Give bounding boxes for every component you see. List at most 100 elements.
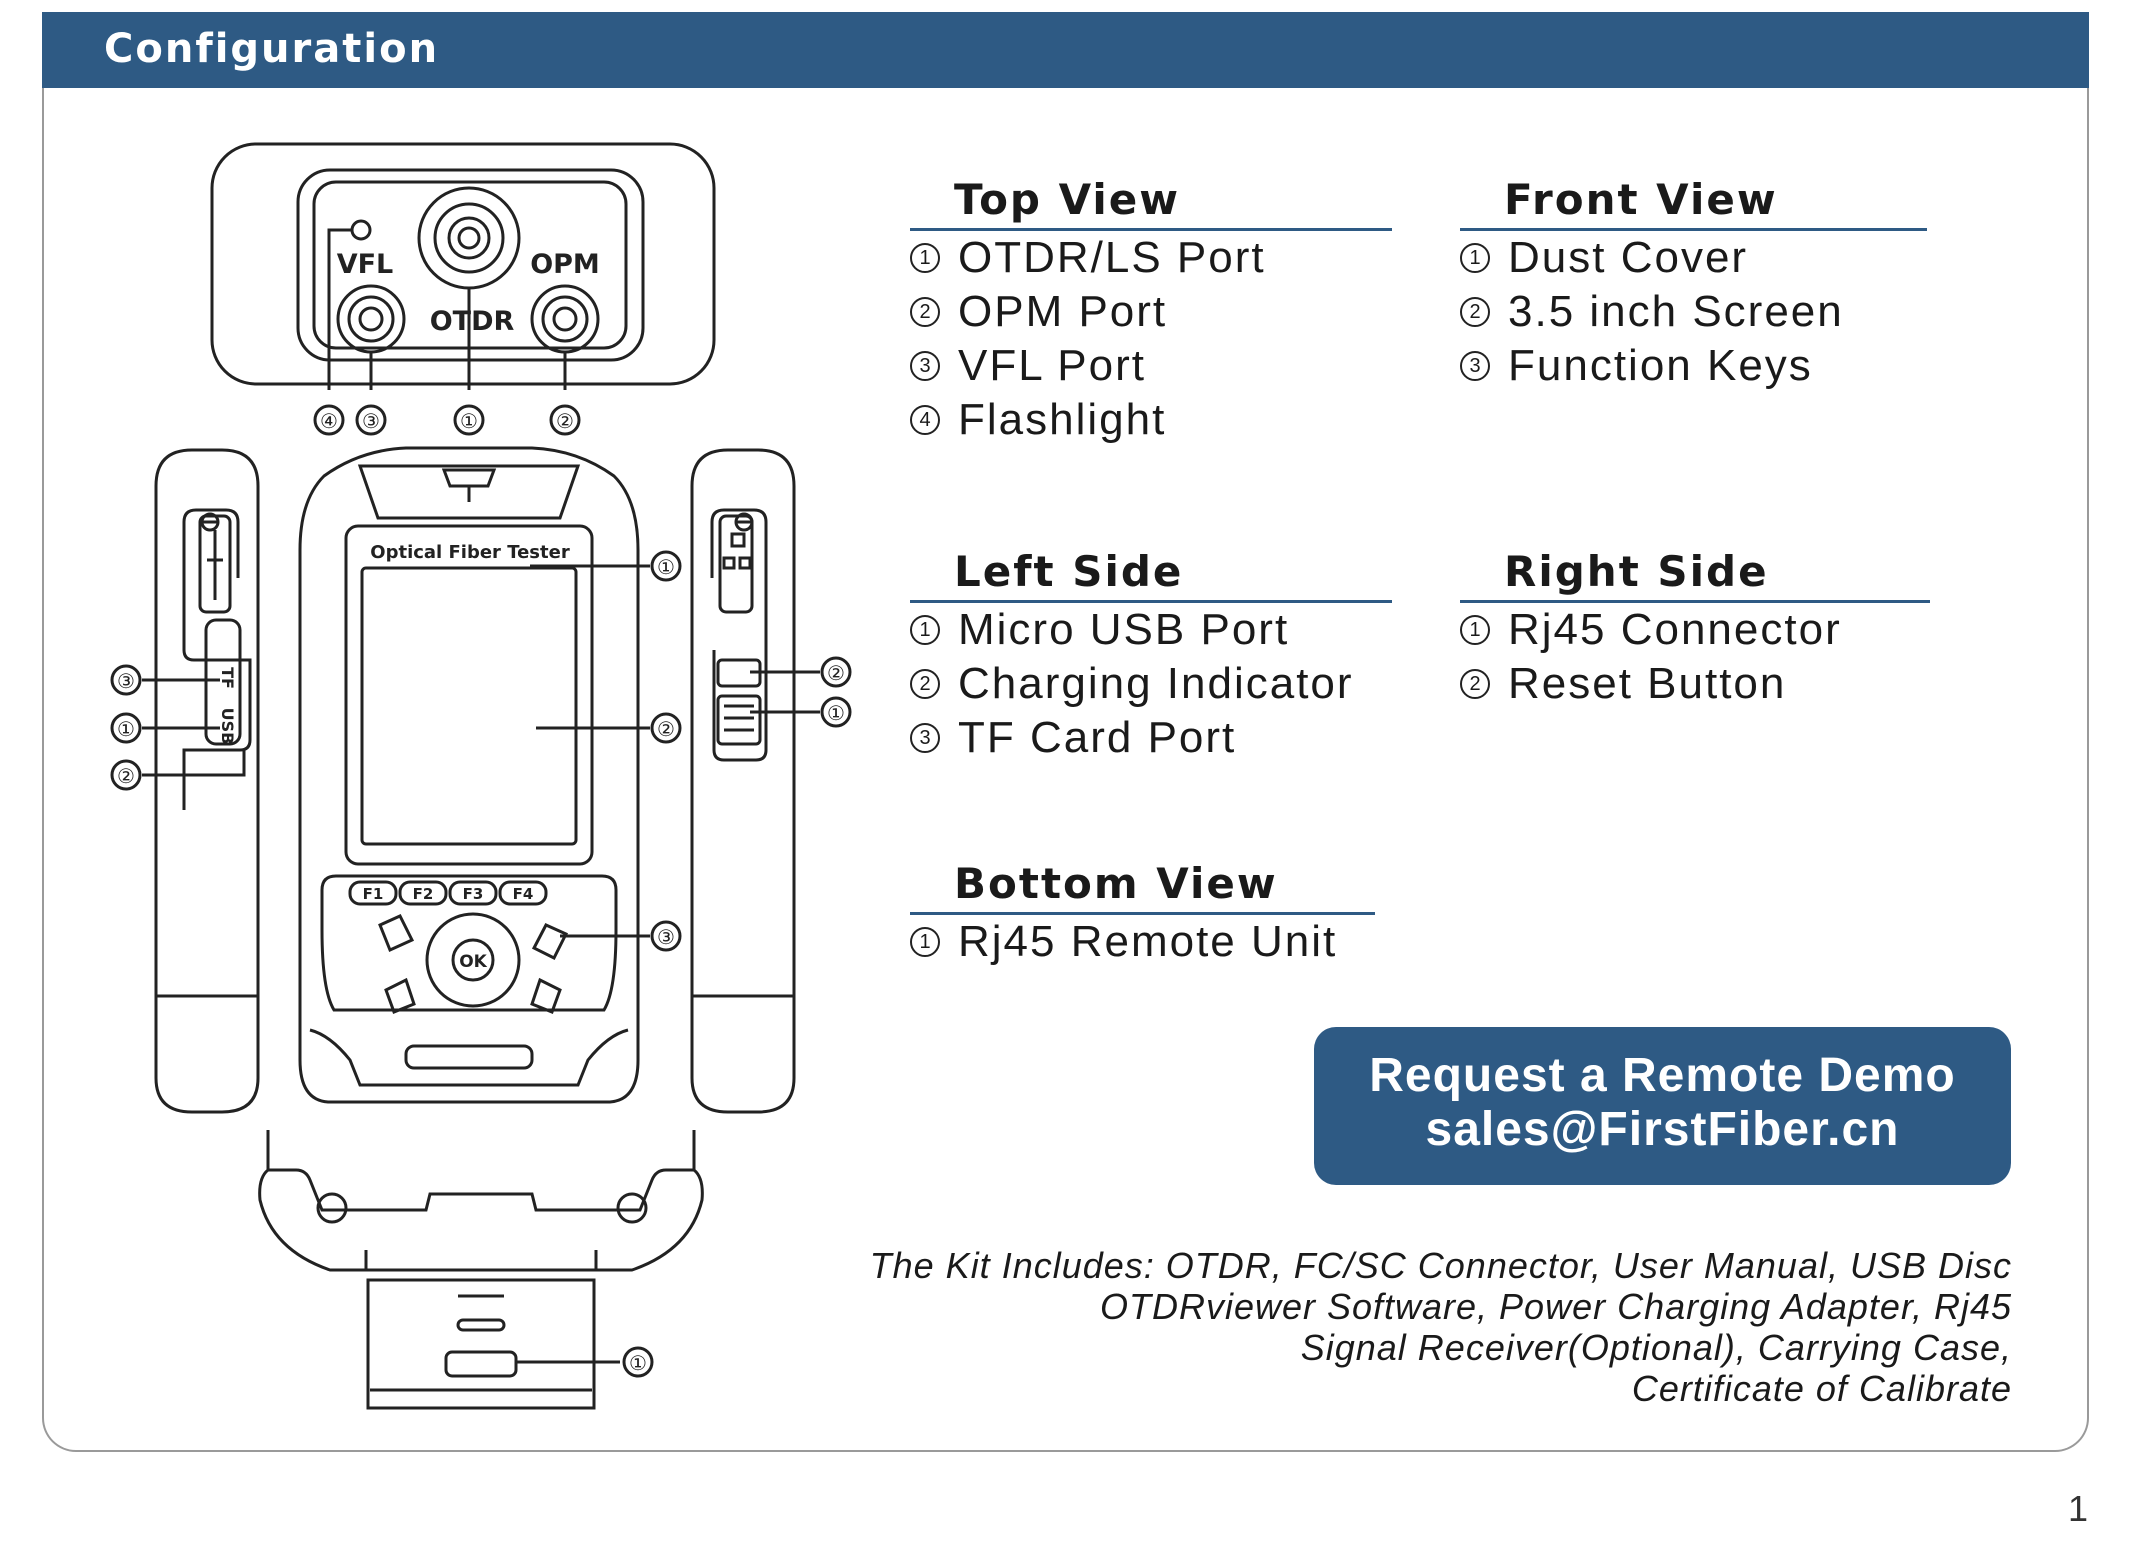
item-label: 3.5 inch Screen <box>1508 287 1844 336</box>
front-callout: ③ <box>657 925 675 949</box>
header-bar: Configuration <box>42 12 2089 88</box>
left-callout: ③ <box>117 669 135 693</box>
kit-line: Signal Receiver(Optional), Carrying Case… <box>1300 1327 2012 1368</box>
list-item: 2 3.5 inch Screen <box>1460 285 1927 339</box>
page-number: 1 <box>2068 1488 2089 1529</box>
item-number: 4 <box>910 405 940 435</box>
left-callouts: ③ ① ② <box>110 664 142 791</box>
list-item: 1 Dust Cover <box>1460 231 1927 285</box>
usb-label: USB <box>218 708 237 745</box>
section-left-side: Left Side 1 Micro USB Port 2 Charging Indi… <box>910 546 1392 765</box>
top-callout: ③ <box>362 409 380 433</box>
otdr-label: OTDR <box>430 306 515 337</box>
top-view-drawing: VFL OPM OTDR <box>210 142 716 390</box>
list-item: 2 Charging Indicator <box>910 657 1392 711</box>
section-divider <box>1460 228 1927 231</box>
bottom-callouts: ① <box>622 1346 654 1378</box>
right-callouts: ② ① <box>820 656 852 728</box>
list-item: 1 Micro USB Port <box>910 603 1392 657</box>
front-callouts: ① ② ③ <box>650 550 682 952</box>
left-side-drawing: TF USB <box>142 448 260 1114</box>
left-callout: ② <box>117 764 135 788</box>
item-number: 3 <box>1460 351 1490 381</box>
item-label: Charging Indicator <box>958 659 1354 708</box>
tf-label: TF <box>218 667 237 689</box>
f3-key: F3 <box>463 885 484 903</box>
front-callout: ② <box>657 717 675 741</box>
ok-key: OK <box>459 952 487 972</box>
top-callout: ① <box>460 409 478 433</box>
top-callout: ④ <box>320 409 338 433</box>
list-item: 3 VFL Port <box>910 339 1392 393</box>
left-callout: ① <box>117 717 135 741</box>
item-number: 3 <box>910 351 940 381</box>
section-top-view: Top View 1 OTDR/LS Port 2 OPM Port 3 VFL Po… <box>910 174 1392 447</box>
bottom-view-drawing <box>258 1130 704 1410</box>
section-title: Right Side <box>1504 547 1769 596</box>
list-item: 1 Rj45 Connector <box>1460 603 1930 657</box>
item-number: 2 <box>1460 297 1490 327</box>
list-item: 1 Rj45 Remote Unit <box>910 915 1375 969</box>
item-label: Rj45 Remote Unit <box>958 917 1338 966</box>
item-number: 1 <box>910 243 940 273</box>
kit-line: Certificate of Calibrate <box>1631 1368 2012 1409</box>
item-number: 2 <box>910 669 940 699</box>
item-label: TF Card Port <box>958 713 1237 762</box>
section-title: Left Side <box>954 547 1184 596</box>
device-diagram: VFL OPM OTDR ④ ③ ① ② TF USB ③ ① ② <box>110 142 852 1410</box>
item-number: 1 <box>910 927 940 957</box>
item-number: 1 <box>1460 243 1490 273</box>
item-label: VFL Port <box>958 341 1146 390</box>
f4-key: F4 <box>513 885 534 903</box>
cta-line: Request a Remote Demo <box>1369 1049 1956 1102</box>
vfl-label: VFL <box>337 249 394 280</box>
list-item: 3 Function Keys <box>1460 339 1927 393</box>
screen-title: Optical Fiber Tester <box>370 542 570 563</box>
item-label: Flashlight <box>958 395 1167 444</box>
page-title: Configuration <box>104 26 440 72</box>
kit-includes: The Kit Includes: OTDR, FC/SC Connector,… <box>780 1245 2012 1409</box>
list-item: 4 Flashlight <box>910 393 1392 447</box>
sales-email: sales@FirstFiber.cn <box>1425 1103 1900 1156</box>
front-view-drawing: Optical Fiber Tester F1 F2 F3 F4 OK <box>298 446 650 1104</box>
top-callouts: ④ ③ ① ② <box>313 404 581 436</box>
item-label: Function Keys <box>1508 341 1813 390</box>
f1-key: F1 <box>363 885 384 903</box>
section-divider <box>910 228 1392 231</box>
item-label: Dust Cover <box>1508 233 1749 282</box>
item-number: 2 <box>910 297 940 327</box>
right-callout: ① <box>827 701 845 725</box>
f2-key: F2 <box>413 885 434 903</box>
item-label: Micro USB Port <box>958 605 1290 654</box>
section-title: Front View <box>1504 175 1778 224</box>
item-number: 1 <box>1460 615 1490 645</box>
kit-line: OTDRviewer Software, Power Charging Adap… <box>1099 1286 2012 1327</box>
section-divider <box>1460 600 1930 603</box>
list-item: 1 OTDR/LS Port <box>910 231 1392 285</box>
right-side-drawing <box>690 448 820 1114</box>
right-callout: ② <box>827 661 845 685</box>
item-label: Rj45 Connector <box>1508 605 1842 654</box>
opm-label: OPM <box>530 249 600 280</box>
item-label: Reset Button <box>1508 659 1787 708</box>
section-bottom-view: Bottom View 1 Rj45 Remote Unit <box>910 858 1375 969</box>
section-divider <box>910 600 1392 603</box>
front-callout: ① <box>657 555 675 579</box>
item-number: 3 <box>910 723 940 753</box>
bottom-callout: ① <box>629 1351 647 1375</box>
content-panel <box>42 12 2089 1452</box>
list-item: 3 TF Card Port <box>910 711 1392 765</box>
item-label: OTDR/LS Port <box>958 233 1266 282</box>
kit-line: The Kit Includes: OTDR, FC/SC Connector,… <box>869 1245 2012 1286</box>
list-item: 2 OPM Port <box>910 285 1392 339</box>
section-title: Top View <box>954 175 1181 224</box>
section-divider <box>910 912 1375 915</box>
top-callout: ② <box>556 409 574 433</box>
request-demo-button[interactable]: Request a Remote Demo sales@FirstFiber.c… <box>1314 1027 2011 1185</box>
section-title: Bottom View <box>954 859 1278 908</box>
item-label: OPM Port <box>958 287 1168 336</box>
item-number: 1 <box>910 615 940 645</box>
